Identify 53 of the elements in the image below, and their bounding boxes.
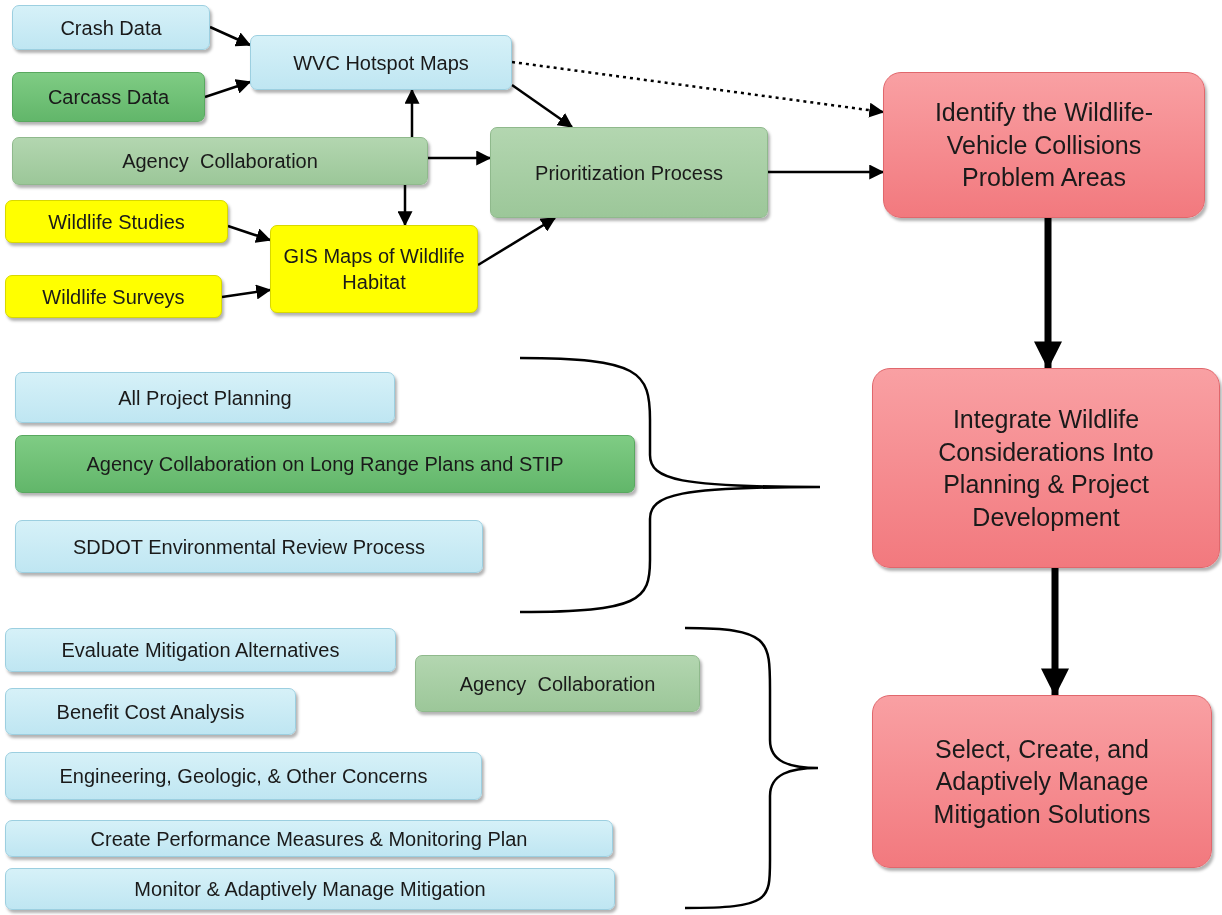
process-box bbox=[5, 200, 228, 243]
box-label: Engineering, Geologic, & Other Concerns bbox=[59, 764, 428, 789]
process-box bbox=[5, 868, 615, 910]
box-label: Wildlife Studies bbox=[48, 209, 185, 235]
box-label: WVC Hotspot Maps bbox=[293, 50, 469, 76]
process-box bbox=[15, 372, 395, 423]
box-label: All Project Planning bbox=[118, 385, 292, 411]
arrow bbox=[404, 88, 420, 137]
box-label: Integrate Wildlife Considerations Into Planning & Project Development bbox=[937, 404, 1155, 533]
box-label: Agency Collaboration on Long Range Plans and STIP bbox=[86, 452, 564, 477]
process-box bbox=[12, 137, 428, 185]
arrow bbox=[768, 164, 885, 180]
box-label: Monitor & Adaptively Manage Mitigation bbox=[134, 877, 486, 902]
process-box bbox=[872, 695, 1212, 868]
process-box bbox=[415, 655, 700, 712]
process-box bbox=[872, 368, 1220, 568]
arrow bbox=[511, 83, 573, 129]
arrow bbox=[204, 79, 252, 99]
box-label: Agency Collaboration bbox=[122, 149, 318, 174]
arrow bbox=[227, 224, 272, 243]
box-label: Evaluate Mitigation Alternatives bbox=[61, 638, 340, 663]
box-label: GIS Maps of Wildlife Habitat bbox=[282, 244, 466, 295]
process-box bbox=[15, 520, 483, 573]
box-label: Prioritization Process bbox=[535, 160, 723, 186]
box-label: Select, Create, and Adaptively Manage Mitigation Solutions bbox=[932, 733, 1152, 830]
box-label: Create Performance Measures & Monitoring Plan bbox=[90, 826, 528, 852]
box-label: Benefit Cost Analysis bbox=[56, 699, 245, 725]
arrow bbox=[397, 185, 413, 227]
box-label: Crash Data bbox=[60, 15, 162, 41]
arrow bbox=[209, 25, 252, 47]
process-box bbox=[883, 72, 1205, 218]
process-box bbox=[12, 5, 210, 50]
process-box bbox=[5, 628, 396, 672]
box-label: SDDOT Environmental Review Process bbox=[73, 534, 425, 560]
box-label: Wildlife Surveys bbox=[42, 284, 185, 310]
process-box bbox=[490, 127, 768, 218]
process-box bbox=[5, 820, 613, 857]
process-box bbox=[12, 72, 205, 122]
box-label: Identify the Wildlife-Vehicle Collisions Problem Areas bbox=[933, 97, 1155, 194]
arrow bbox=[428, 150, 492, 166]
process-box bbox=[15, 435, 635, 493]
arrow bbox=[221, 284, 272, 300]
process-box bbox=[5, 752, 482, 800]
arrow bbox=[1034, 218, 1062, 370]
arrow bbox=[511, 60, 885, 118]
box-label: Agency Collaboration bbox=[459, 671, 656, 697]
process-box bbox=[270, 225, 478, 313]
arrow bbox=[1041, 568, 1069, 697]
box-label: Carcass Data bbox=[47, 85, 170, 110]
arrow bbox=[477, 216, 557, 267]
process-box bbox=[5, 688, 296, 735]
process-box bbox=[250, 35, 512, 90]
process-box bbox=[5, 275, 222, 318]
